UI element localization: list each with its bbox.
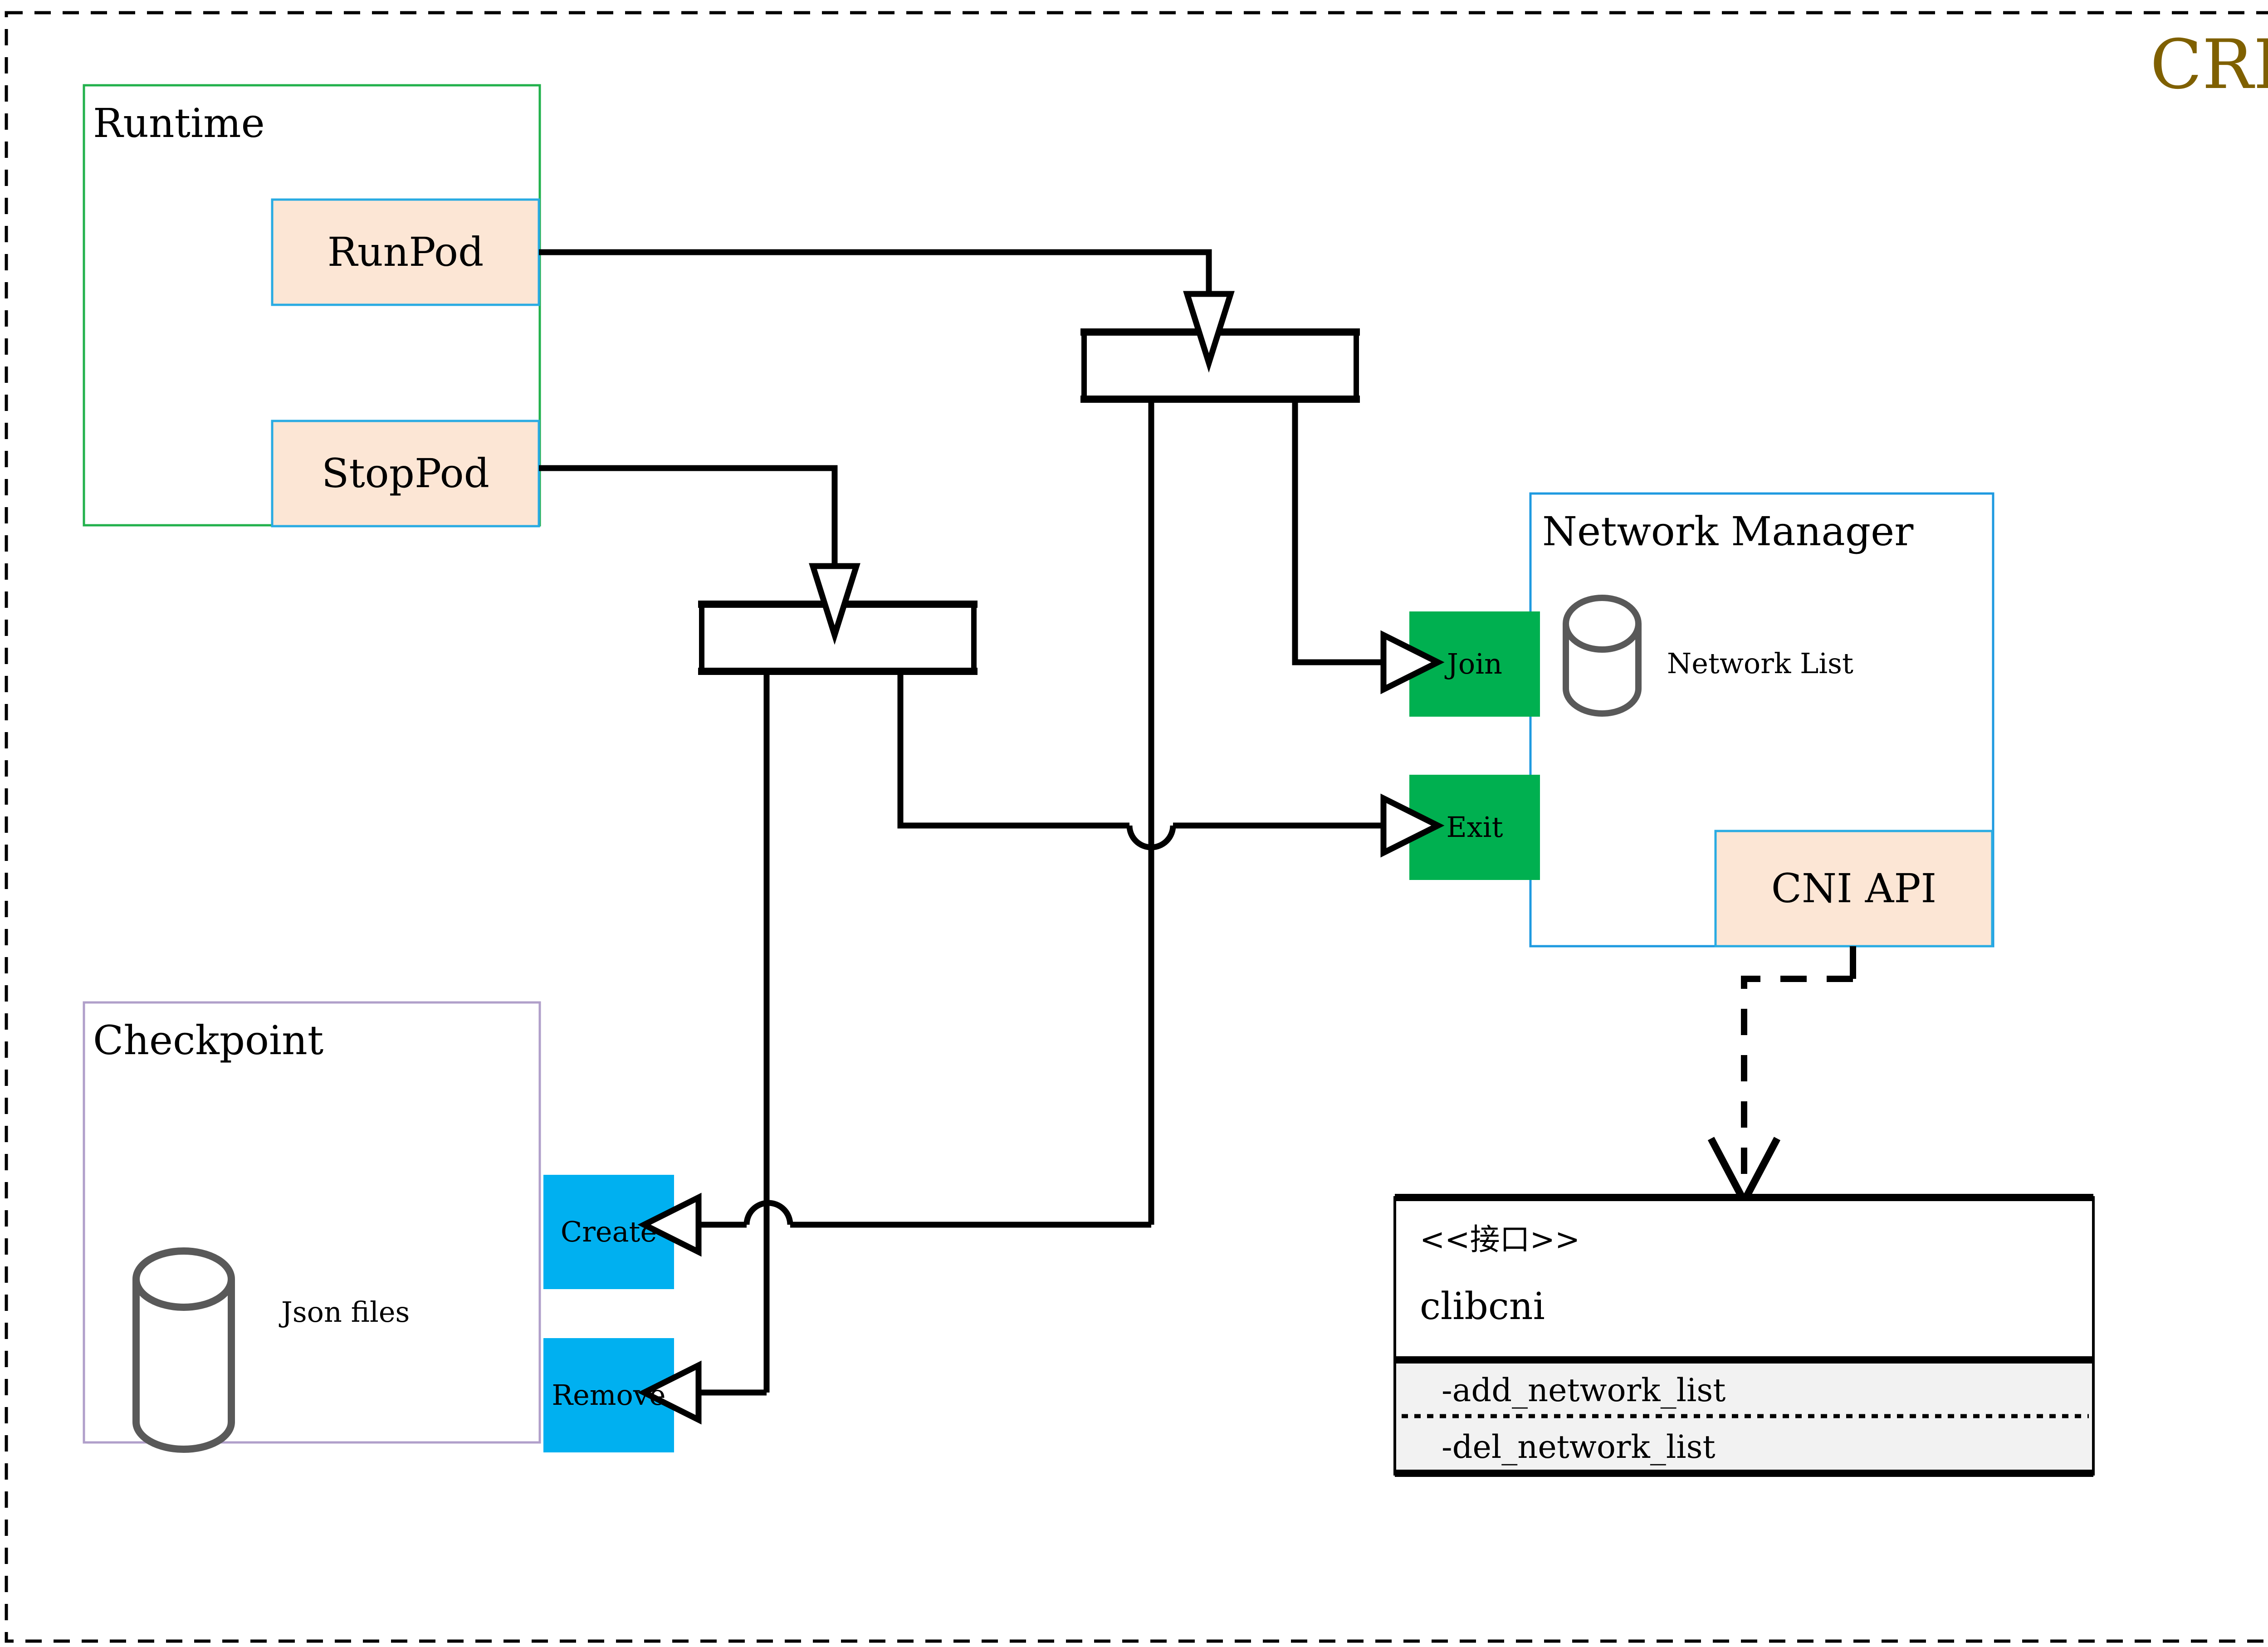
checkpoint-group-box: [83, 1001, 541, 1444]
json-files-cylinder-icon: [132, 1247, 235, 1453]
clibcni-interface-box: [1393, 1194, 2095, 1477]
remove-label[interactable]: Remove: [552, 1378, 666, 1412]
stoppod-box: [271, 420, 540, 528]
stoppod-label[interactable]: StopPod: [322, 450, 489, 497]
outer-dashed-frame: [5, 11, 2268, 1643]
network-list-cylinder-icon: [1563, 595, 1642, 717]
network-manager-group-label: Network Manager: [1542, 508, 1914, 555]
join-label[interactable]: Join: [1447, 647, 1502, 680]
connector-fork-upper-right-to-join: [1292, 402, 1445, 694]
runpod-box: [271, 198, 540, 306]
runpod-label[interactable]: RunPod: [327, 229, 484, 275]
interface-operation-add: -add_network_list: [1442, 1372, 1726, 1409]
runtime-group-label: Runtime: [93, 100, 265, 147]
json-files-label: Json files: [281, 1295, 410, 1329]
exit-label[interactable]: Exit: [1446, 811, 1503, 844]
interface-name: clibcni: [1420, 1285, 1545, 1328]
page-title: CRI: [2150, 25, 2268, 104]
connector-stoppod-to-fork: [539, 465, 860, 645]
connector-runpod-to-fork: [539, 249, 1235, 373]
connector-cni-api-to-clibcni: [1707, 946, 1856, 1209]
network-list-label: Network List: [1667, 647, 1853, 680]
cni-api-box: [1714, 830, 1994, 948]
interface-stereotype: <<接口>>: [1420, 1222, 1580, 1257]
checkpoint-group-label: Checkpoint: [93, 1017, 324, 1064]
connector-to-remove: [637, 1360, 767, 1425]
connector-to-create: [637, 1192, 1151, 1257]
create-label[interactable]: Create: [560, 1215, 657, 1248]
interface-operation-del: -del_network_list: [1442, 1428, 1716, 1466]
cni-api-label[interactable]: CNI API: [1771, 865, 1937, 912]
connector-fork-lower-right-to-exit: [897, 674, 1445, 858]
fork-bar-upper: [1080, 328, 1360, 403]
